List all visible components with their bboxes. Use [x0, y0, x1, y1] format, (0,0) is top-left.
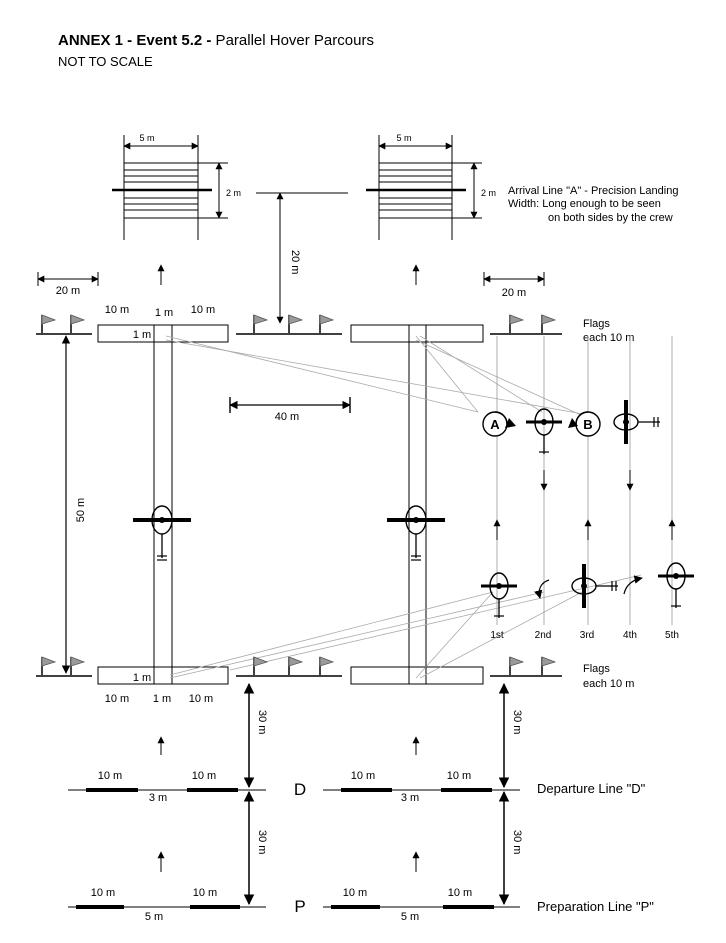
- box-height-label-right: 2 m: [481, 188, 496, 198]
- departure-line-label: Departure Line "D": [537, 781, 646, 796]
- order-2nd: 2nd: [535, 630, 552, 641]
- departure-10m-3: 10 m: [351, 770, 375, 782]
- dimension-20m-left-label: 20 m: [56, 285, 80, 297]
- arrival-box-right: [366, 135, 482, 240]
- order-4th: 4th: [623, 630, 637, 641]
- helicopter-lane-left: [131, 504, 193, 562]
- flags-bottom-spacing-label: each 10 m: [583, 678, 634, 690]
- arrival-width-label: Width: Long enough to be seen: [508, 198, 661, 210]
- preparation-10m-4: 10 m: [448, 887, 472, 899]
- preparation-line-label: Preparation Line "P": [537, 899, 654, 914]
- box-width-label-left: 5 m: [139, 133, 154, 143]
- order-1st: 1st: [490, 630, 504, 641]
- preparation-5m-right: 5 m: [401, 911, 419, 923]
- departure-10m-2: 10 m: [192, 770, 216, 782]
- rotation-marker-b: [568, 411, 601, 437]
- rotation-marker-a-label: A: [490, 417, 500, 432]
- lane-left: [97, 324, 229, 685]
- flags-bottom-left: [36, 656, 92, 677]
- order-3rd: 3rd: [580, 630, 594, 641]
- direction-arrows: [157, 264, 420, 872]
- helicopter-step-5: [656, 561, 696, 610]
- rotation-marker-b-label: B: [583, 417, 592, 432]
- lane-right: [350, 324, 484, 685]
- width-10m-top-left: 10 m: [105, 304, 129, 316]
- preparation-10m-1: 10 m: [91, 887, 115, 899]
- dimension-30m-right-lower-label: 30 m: [511, 830, 523, 854]
- width-1m-bottom: 1 m: [153, 693, 171, 705]
- flags-bottom-label: Flags: [583, 663, 610, 675]
- lane-left-1m-bottom: 1 m: [133, 672, 151, 684]
- lane-left-1m-top: 1 m: [133, 329, 151, 341]
- width-10m-top-right: 10 m: [191, 304, 215, 316]
- flags-bottom-middle: [236, 656, 342, 677]
- box-width-label-right: 5 m: [396, 133, 411, 143]
- flags-bottom-right: [490, 656, 562, 677]
- order-5th: 5th: [665, 630, 679, 641]
- box-height-label-left: 2 m: [226, 188, 241, 198]
- rotation-arrow-2nd: [534, 579, 550, 599]
- page-title: ANNEX 1 - Event 5.2 - Parallel Hover Par…: [58, 32, 374, 49]
- arrival-box-left: [112, 135, 228, 240]
- flags-top-label: Flags: [583, 318, 610, 330]
- flags-top-spacing-label: each 10 m: [583, 332, 634, 344]
- dimension-30m-right-upper-label: 30 m: [511, 710, 523, 734]
- dimension-20m-vertical-label: 20 m: [289, 250, 301, 274]
- width-10m-bottom-left: 10 m: [105, 693, 129, 705]
- departure-3m-left: 3 m: [149, 792, 167, 804]
- flags-top-left: [36, 314, 92, 335]
- preparation-10m-3: 10 m: [343, 887, 367, 899]
- width-10m-bottom-right: 10 m: [189, 693, 213, 705]
- departure-10m-4: 10 m: [447, 770, 471, 782]
- arrival-line-label: Arrival Line "A" - Precision Landing: [508, 185, 678, 197]
- rotation-marker-a: [482, 411, 516, 437]
- flags-top-middle: [236, 314, 342, 335]
- title-bold: ANNEX 1 - Event 5.2 -: [58, 32, 212, 49]
- arrival-crew-label: on both sides by the crew: [548, 212, 673, 224]
- flags-top-right: [490, 314, 562, 335]
- departure-3m-right: 3 m: [401, 792, 419, 804]
- helicopter-lane-right: [385, 504, 447, 562]
- departure-10m-1: 10 m: [98, 770, 122, 782]
- sequence-down-arrows: [540, 470, 634, 491]
- width-1m-top: 1 m: [155, 307, 173, 319]
- dimension-40m-label: 40 m: [275, 411, 299, 423]
- preparation-10m-2: 10 m: [193, 887, 217, 899]
- dimension-50m-label: 50 m: [75, 498, 87, 522]
- departure-marker-d: D: [294, 780, 306, 799]
- title-rest: Parallel Hover Parcours: [211, 32, 374, 49]
- helicopter-step-1: [479, 571, 519, 620]
- preparation-5m-left: 5 m: [145, 911, 163, 923]
- preparation-marker-p: P: [294, 897, 305, 916]
- sequence-guide-lines: [165, 335, 642, 679]
- dimension-30m-left-upper-label: 30 m: [256, 710, 268, 734]
- rotation-arrow-4th: [623, 575, 643, 595]
- dimension-20m-right-label: 20 m: [502, 287, 526, 299]
- helicopter-side-top: [612, 398, 662, 446]
- dimension-30m-left-lower-label: 30 m: [256, 830, 268, 854]
- page-subtitle: NOT TO SCALE: [58, 54, 153, 69]
- sequence-up-arrows: [493, 519, 676, 540]
